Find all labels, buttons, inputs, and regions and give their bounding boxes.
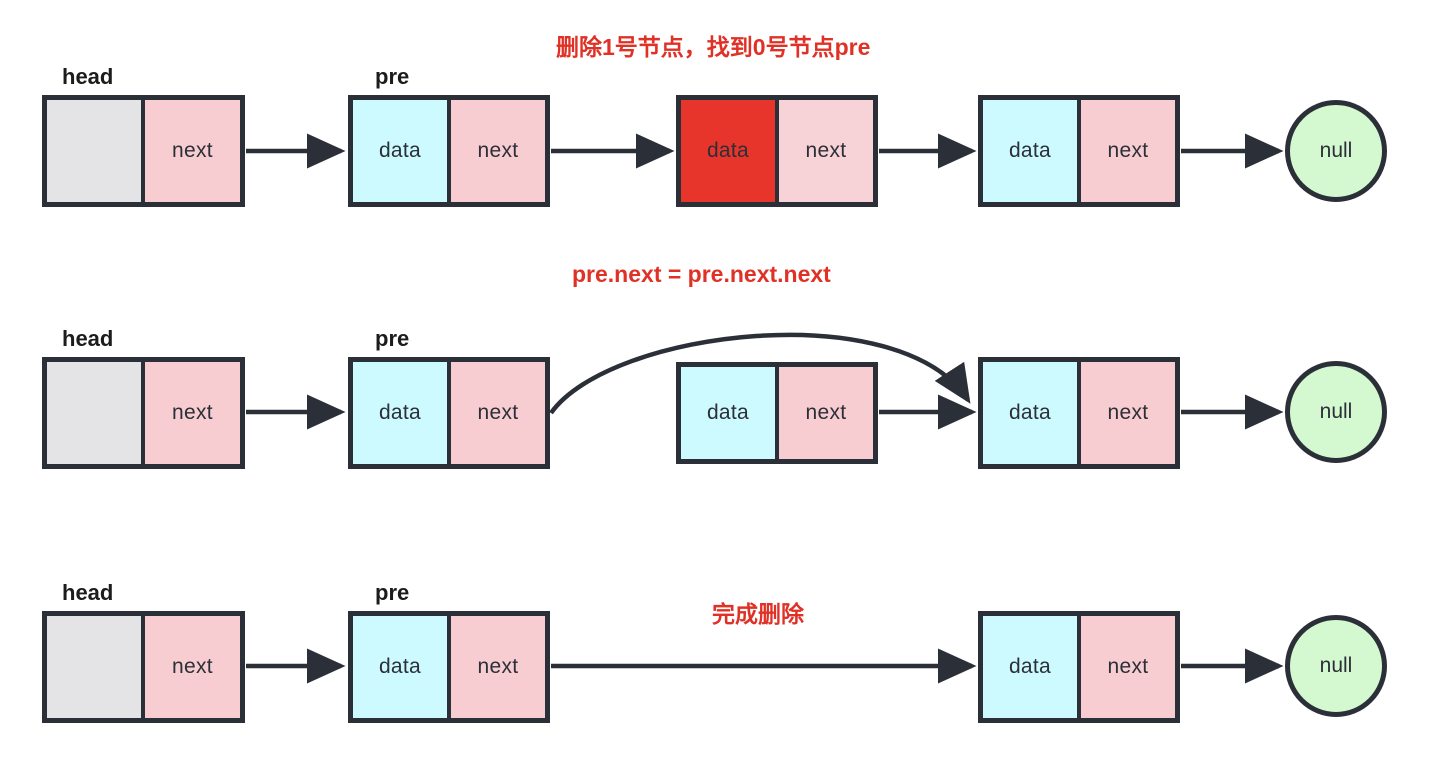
row-3-head-node-next-cell: next: [145, 616, 240, 718]
row-1-node-pre-next-cell: next: [451, 100, 545, 202]
row-3-caption: 完成删除: [712, 601, 804, 627]
row-1-head-pointer-label: head: [62, 64, 114, 89]
row-1-node-after-next-cell: next: [1081, 100, 1175, 202]
row-1-node-pre-data-cell: data: [353, 100, 451, 202]
row-2-head-node-next-cell: next: [145, 362, 240, 464]
row-2-caption: pre.next = pre.next.next: [572, 261, 831, 287]
row-1-head-node: next: [42, 95, 245, 207]
row-1-node-pre: data next: [348, 95, 550, 207]
row-1-node-after: data next: [978, 95, 1180, 207]
row-1-head-node-next-cell: next: [145, 100, 240, 202]
row-3-head-pointer-label: head: [62, 580, 114, 605]
row-1-node-target-data-cell: data: [681, 100, 779, 202]
row-2-node-orphan-next-cell: next: [779, 367, 873, 459]
row-2-node-after: data next: [978, 357, 1180, 469]
row-3-pre-pointer-label: pre: [375, 580, 410, 605]
row-3-node-pre: data next: [348, 611, 550, 723]
row-3-node-after: data next: [978, 611, 1180, 723]
row-2-pre-pointer-label: pre: [375, 326, 410, 351]
row-1-head-node-data-cell: [47, 100, 146, 202]
row-2-node-pre-data-cell: data: [353, 362, 451, 464]
row-2-node-after-next-cell: next: [1081, 362, 1175, 464]
row-3-node-pre-data-cell: data: [353, 616, 451, 718]
row-2-head-pointer-label: head: [62, 326, 114, 351]
row-1-null-terminal: null: [1285, 100, 1387, 202]
row-2-head-node-data-cell: [47, 362, 146, 464]
row-2-null-terminal: null: [1285, 361, 1387, 463]
row-2-node-after-data-cell: data: [983, 362, 1081, 464]
row-3-node-after-next-cell: next: [1081, 616, 1175, 718]
row-2-head-node: next: [42, 357, 245, 469]
row-1-node-target-next-cell: next: [779, 100, 873, 202]
row-3-node-after-data-cell: data: [983, 616, 1081, 718]
row-1-pre-pointer-label: pre: [375, 64, 410, 89]
row-2-node-orphan: data next: [676, 362, 878, 464]
row-1-node-target: data next: [676, 95, 878, 207]
row-2-node-pre: data next: [348, 357, 550, 469]
row-3-node-pre-next-cell: next: [451, 616, 545, 718]
row-3-null-terminal: null: [1285, 615, 1387, 717]
row-1-caption: 删除1号节点，找到0号节点pre: [556, 34, 871, 60]
row-3-head-node-data-cell: [47, 616, 146, 718]
row-2-node-pre-next-cell: next: [451, 362, 545, 464]
row-1-node-after-data-cell: data: [983, 100, 1081, 202]
row-2-node-orphan-data-cell: data: [681, 367, 779, 459]
row-3-head-node: next: [42, 611, 245, 723]
